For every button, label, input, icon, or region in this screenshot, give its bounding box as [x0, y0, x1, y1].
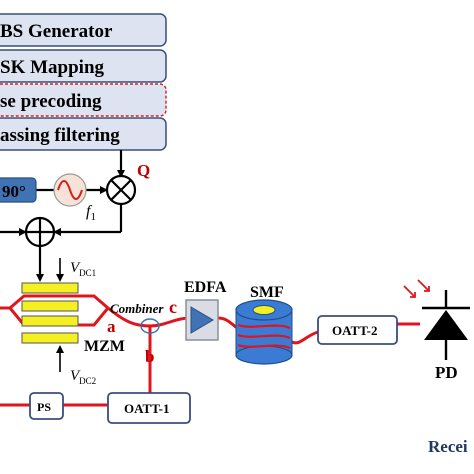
mixer-icon: [105, 174, 137, 206]
mzm-upper-arm: [9, 294, 109, 310]
oatt2-label: OATT-2: [332, 323, 378, 338]
combiner-to-edfa-fiber: [149, 316, 191, 328]
qpsk-mapping-label: SK Mapping: [0, 57, 105, 78]
dsp-block-stack: BS Generator SK Mapping se precoding ass…: [0, 13, 167, 151]
mzm-label: MZM: [84, 338, 125, 355]
mzm-electrode-2: [21, 300, 79, 312]
fiber-spool-icon: [235, 299, 293, 365]
sine-oscillator-icon: [53, 173, 87, 207]
incident-light-arrows-icon: [403, 279, 430, 298]
phase-precoding-block: [0, 83, 167, 117]
f1-label: f1: [86, 203, 96, 223]
mzm-electrode-1: [21, 282, 79, 294]
edfa-amplifier: [185, 299, 219, 341]
electrical-paths: [0, 150, 125, 282]
photodiode-icon: [422, 290, 470, 360]
ps-block: [29, 392, 64, 420]
prbs-generator-label: BS Generator: [0, 21, 113, 42]
vdc2-label: VDC2: [70, 368, 96, 386]
mzm-modulator: [0, 282, 110, 344]
port-c-label: c: [169, 297, 177, 317]
combiner-label: Combiner: [110, 301, 164, 316]
mzm-electrode-4: [21, 332, 79, 344]
qpsk-mapping-block: [0, 49, 167, 83]
mzm-electrode-3: [21, 315, 79, 327]
ps-label: PS: [37, 400, 51, 414]
phase-shift-90-label: 90°: [2, 182, 26, 201]
adder-icon: [24, 216, 56, 248]
port-a-label: a: [107, 317, 116, 336]
oatt1-block: [107, 392, 191, 424]
oatt2-block: [317, 315, 398, 345]
smf-to-oatt2-fiber: [291, 330, 319, 345]
port-b-label: b: [145, 347, 154, 366]
pd-label: PD: [435, 363, 458, 382]
combiner-icon: [140, 318, 160, 334]
oatt1-label: OATT-1: [124, 401, 170, 416]
filtering-block: [0, 117, 167, 151]
mzm-to-combiner-fiber: [107, 306, 151, 328]
amplifier-triangle-icon: [190, 306, 214, 334]
receiver-label: Recei: [428, 437, 468, 456]
filtering-label: assing filtering: [0, 125, 120, 146]
edfa-label: EDFA: [184, 279, 227, 296]
prbs-generator-block: [0, 13, 167, 47]
phase-shift-90-block: [0, 177, 37, 203]
phase-precoding-label: se precoding: [0, 91, 102, 112]
vdc1-label: VDC1: [70, 260, 96, 278]
q-label: Q: [137, 161, 150, 180]
smf-label: SMF: [250, 284, 284, 301]
